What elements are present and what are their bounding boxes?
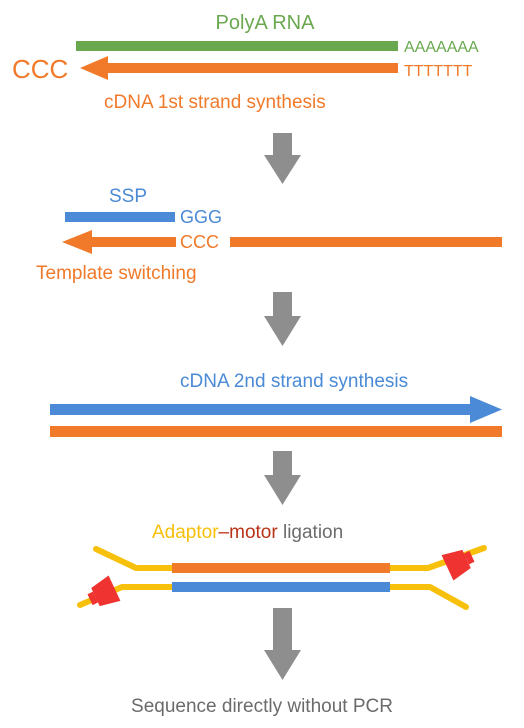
step-template-switching: SSP GGG CCC Template switching xyxy=(36,186,502,284)
cdna-first-strand xyxy=(104,63,398,73)
ggg-label: GGG xyxy=(180,207,222,227)
template-switching-caption: Template switching xyxy=(36,263,197,284)
ssp-label: SSP xyxy=(109,186,147,207)
cdna-first-strand-arrowhead xyxy=(80,56,108,80)
polya-rna-strand xyxy=(76,41,398,51)
motor-protein-icon xyxy=(87,575,121,607)
step-second-strand: cDNA 2nd strand synthesis xyxy=(50,371,502,437)
ligated-cdna-blue-strand xyxy=(172,582,390,592)
cdna-second-strand xyxy=(50,404,474,415)
ccc-label-template: CCC xyxy=(180,232,219,252)
ligation-word: ligation xyxy=(278,522,344,543)
cdna-template-strand-left xyxy=(88,237,176,247)
down-arrow-icon xyxy=(264,608,301,680)
ligated-cdna-orange-strand xyxy=(172,563,390,573)
adaptor-motor-dash: – xyxy=(219,522,230,543)
first-strand-caption: cDNA 1st strand synthesis xyxy=(104,92,326,113)
cdna-first-strand-pair xyxy=(50,426,502,437)
cdna-second-strand-arrowhead xyxy=(470,396,502,423)
cdna-template-strand-arrowhead xyxy=(62,230,92,254)
motor-word: motor xyxy=(229,522,278,543)
down-arrow-icon xyxy=(264,451,301,505)
adaptor-ligation-caption: Adaptor–motor ligation xyxy=(152,522,343,543)
adaptor-word: Adaptor xyxy=(152,522,219,543)
motor-protein-icon xyxy=(441,549,475,581)
second-strand-caption: cDNA 2nd strand synthesis xyxy=(180,371,408,392)
polyt-primer-label: TTTTTTT xyxy=(404,63,473,80)
step-adaptor-ligation: Adaptor–motor ligation xyxy=(77,522,487,610)
cdna-template-strand-right xyxy=(230,237,502,247)
polya-rna-label: PolyA RNA xyxy=(216,12,316,34)
polya-tail-label: AAAAAAA xyxy=(404,39,479,56)
step-first-strand: PolyA RNA AAAAAAA CCC TTTTTTT cDNA 1st s… xyxy=(12,12,479,113)
down-arrow-icon xyxy=(264,292,301,346)
down-arrow-icon xyxy=(264,133,301,184)
ssp-strand xyxy=(65,212,175,222)
adaptor-strands xyxy=(77,545,487,610)
ccc-label-first: CCC xyxy=(12,54,68,84)
sequencing-caption: Sequence directly without PCR xyxy=(131,696,393,717)
